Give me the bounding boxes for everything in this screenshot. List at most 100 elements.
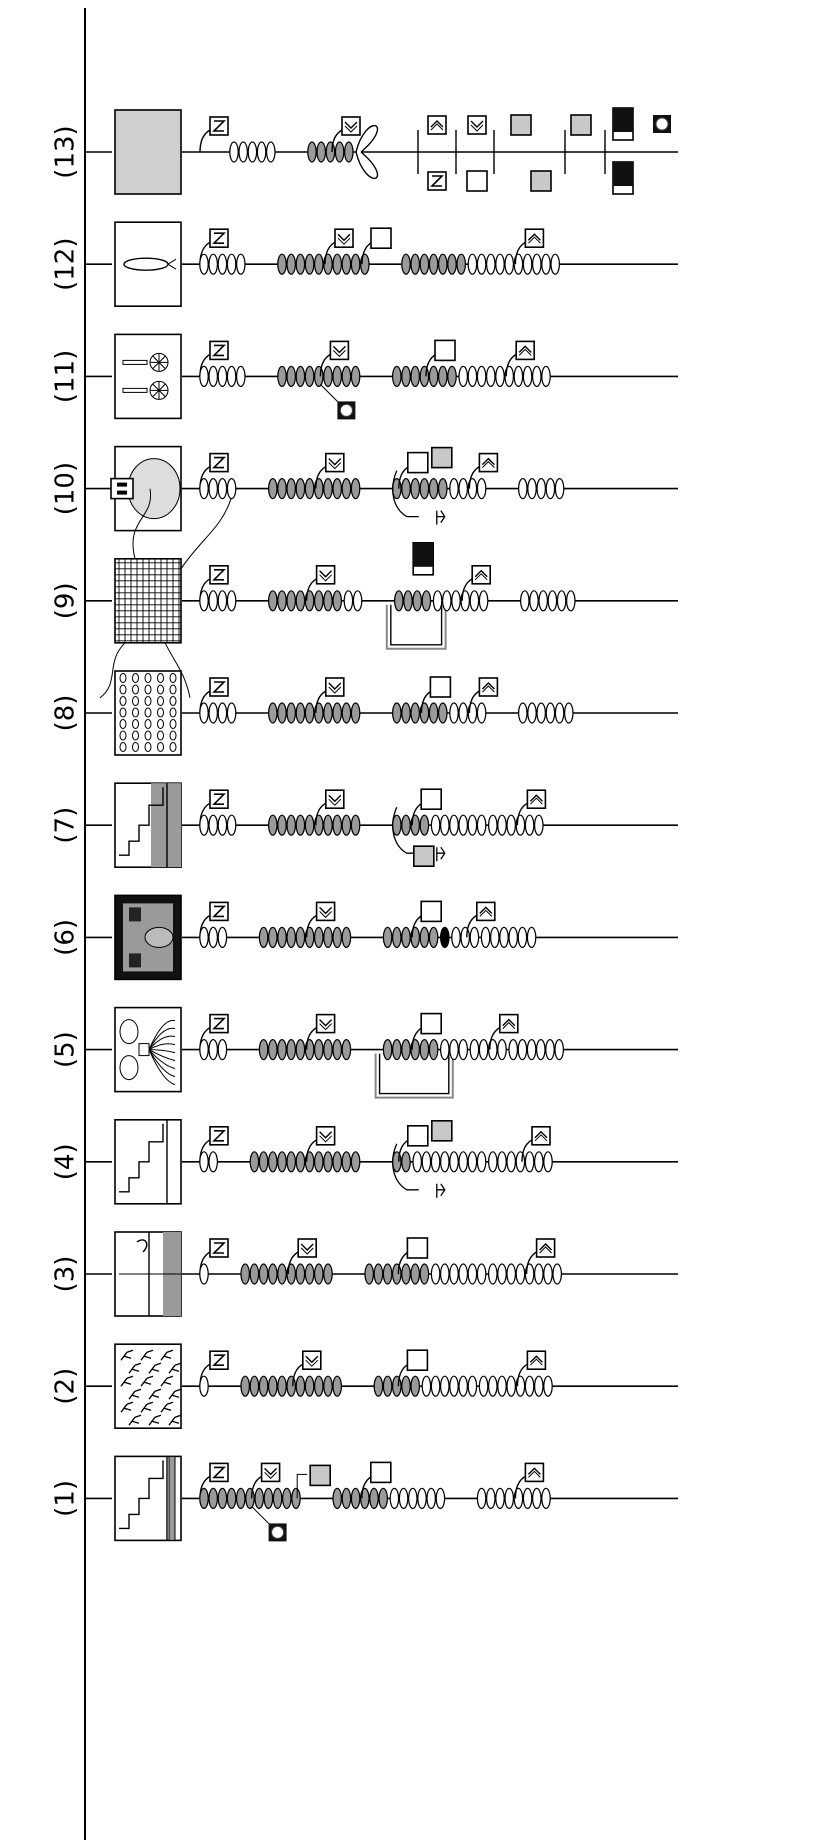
domain-oval — [278, 1152, 286, 1172]
domain-oval — [218, 591, 226, 611]
domain-oval — [227, 366, 235, 386]
domain-oval — [537, 703, 545, 723]
domain-oval — [393, 927, 401, 947]
domain-oval — [259, 1376, 267, 1396]
domain-oval — [259, 1264, 267, 1284]
domain-icon-Z — [210, 341, 228, 359]
domain-icon-Z — [210, 566, 228, 584]
rosette-center — [272, 1526, 284, 1538]
thumbnail-steps-white — [115, 1120, 181, 1204]
gray-box-icon — [432, 448, 452, 468]
domain-oval — [269, 1040, 277, 1060]
domain-oval — [218, 479, 226, 499]
domain-icon-gbox — [432, 448, 452, 468]
domain-oval — [468, 254, 476, 274]
domain-icon-gbox — [531, 171, 551, 191]
domain-oval — [535, 1264, 543, 1284]
thumb-dot — [133, 697, 139, 706]
domain-oval — [443, 591, 451, 611]
domain-oval — [518, 1040, 526, 1060]
a-box-icon — [527, 1351, 545, 1369]
domain-icon-gbox — [310, 1465, 330, 1485]
domain-oval — [259, 927, 267, 947]
domain-oval — [351, 1152, 359, 1172]
thumb-dot — [170, 674, 176, 683]
row: (3) — [51, 1232, 679, 1316]
domain-oval — [227, 815, 235, 835]
thumbnail-pinwheels — [115, 334, 181, 418]
domain-oval — [333, 479, 341, 499]
domain-oval — [390, 1488, 398, 1508]
domain-oval — [333, 927, 341, 947]
domain-oval — [557, 591, 565, 611]
domain-oval — [413, 591, 421, 611]
domain-icon-blk — [413, 543, 433, 575]
domain-oval — [533, 366, 541, 386]
domain-oval — [470, 591, 478, 611]
domain-oval — [411, 479, 419, 499]
domain-oval — [305, 479, 313, 499]
domain-oval — [333, 591, 341, 611]
loop-line — [376, 1054, 453, 1098]
domain-oval — [402, 703, 410, 723]
domain-icon-gbox — [571, 115, 591, 135]
a-box-icon — [479, 678, 497, 696]
domain-oval — [402, 254, 410, 274]
domain-oval — [315, 1152, 323, 1172]
domain-oval — [537, 479, 545, 499]
domain-oval — [487, 366, 495, 386]
domain-icon-A — [479, 678, 497, 696]
domain-oval — [278, 254, 286, 274]
domain-oval — [429, 254, 437, 274]
domain-icon-Z — [210, 902, 228, 920]
domain-oval — [441, 1264, 449, 1284]
domain-oval — [353, 591, 361, 611]
thumb-dot — [120, 720, 126, 729]
thumb-fill — [151, 783, 181, 867]
domain-oval — [305, 1376, 313, 1396]
domain-oval — [296, 366, 304, 386]
domain-icon-box — [371, 1462, 391, 1482]
domain-icon-V — [335, 229, 353, 247]
domain-oval — [315, 254, 323, 274]
thumb-dot — [133, 708, 139, 717]
domain-oval — [209, 254, 217, 274]
domain-oval — [200, 1152, 208, 1172]
domain-oval — [496, 254, 504, 274]
domain-oval — [241, 1264, 249, 1284]
domain-oval — [420, 815, 428, 835]
domain-oval — [409, 1488, 417, 1508]
domain-oval — [519, 479, 527, 499]
thumb-dot — [120, 731, 126, 740]
row: (6) — [51, 895, 679, 979]
domain-icon-blk — [613, 108, 633, 140]
domain-oval — [227, 479, 235, 499]
empty-box-icon — [408, 453, 428, 473]
domain-icon-A — [477, 902, 495, 920]
domain-oval — [333, 366, 341, 386]
row: (11) — [51, 334, 679, 419]
domain-oval — [439, 703, 447, 723]
domain-icon-A — [472, 566, 490, 584]
domain-oval — [509, 1040, 517, 1060]
domain-icon-A — [428, 116, 446, 134]
domain-oval — [250, 1376, 258, 1396]
domain-oval — [324, 591, 332, 611]
thumb-dot — [120, 674, 126, 683]
domain-oval — [481, 927, 489, 947]
domain-oval — [468, 1264, 476, 1284]
thumb-dot — [158, 685, 164, 694]
domain-oval — [539, 591, 547, 611]
domain-oval — [411, 703, 419, 723]
domain-oval — [429, 927, 437, 947]
domain-icon-A — [527, 790, 545, 808]
domain-oval — [402, 927, 410, 947]
domain-icon-Z — [210, 1015, 228, 1033]
domain-oval — [308, 142, 316, 162]
domain-oval — [248, 142, 256, 162]
domain-oval — [227, 1488, 235, 1508]
domain-oval — [246, 1488, 254, 1508]
domain-oval — [429, 703, 437, 723]
domain-oval — [525, 815, 533, 835]
domain-oval — [525, 1376, 533, 1396]
